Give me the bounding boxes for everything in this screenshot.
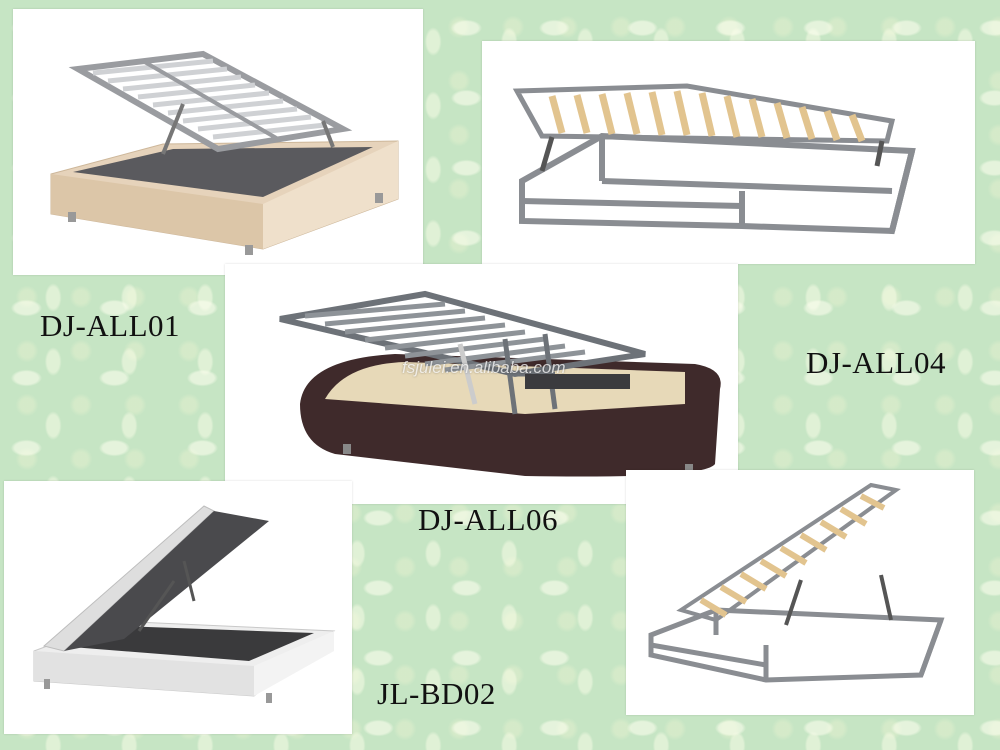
watermark-text: fsjulei.en.alibaba.com bbox=[402, 358, 566, 377]
steel-frame-bed-illustration bbox=[512, 83, 916, 235]
product-photo-steel-frame-bed bbox=[482, 41, 975, 264]
model-label-dj-all06: DJ-ALL06 bbox=[418, 502, 559, 537]
brown-bed-illustration bbox=[279, 290, 721, 477]
product-photo-white-quilted-bed bbox=[4, 481, 352, 734]
model-label-jl-bd02: JL-BD02 bbox=[377, 676, 496, 711]
steel-frame-steep-lift-illustration bbox=[648, 482, 945, 683]
white-quilted-bed-illustration bbox=[33, 505, 336, 703]
model-label-dj-all01: DJ-ALL01 bbox=[40, 308, 181, 343]
model-label-dj-all04: DJ-ALL04 bbox=[806, 345, 947, 380]
product-photo-beige-bed bbox=[13, 9, 423, 275]
product-photo-steel-frame-steep-lift bbox=[626, 470, 974, 715]
beige-bed-illustration bbox=[50, 50, 399, 255]
product-photo-brown-bed bbox=[225, 264, 738, 504]
